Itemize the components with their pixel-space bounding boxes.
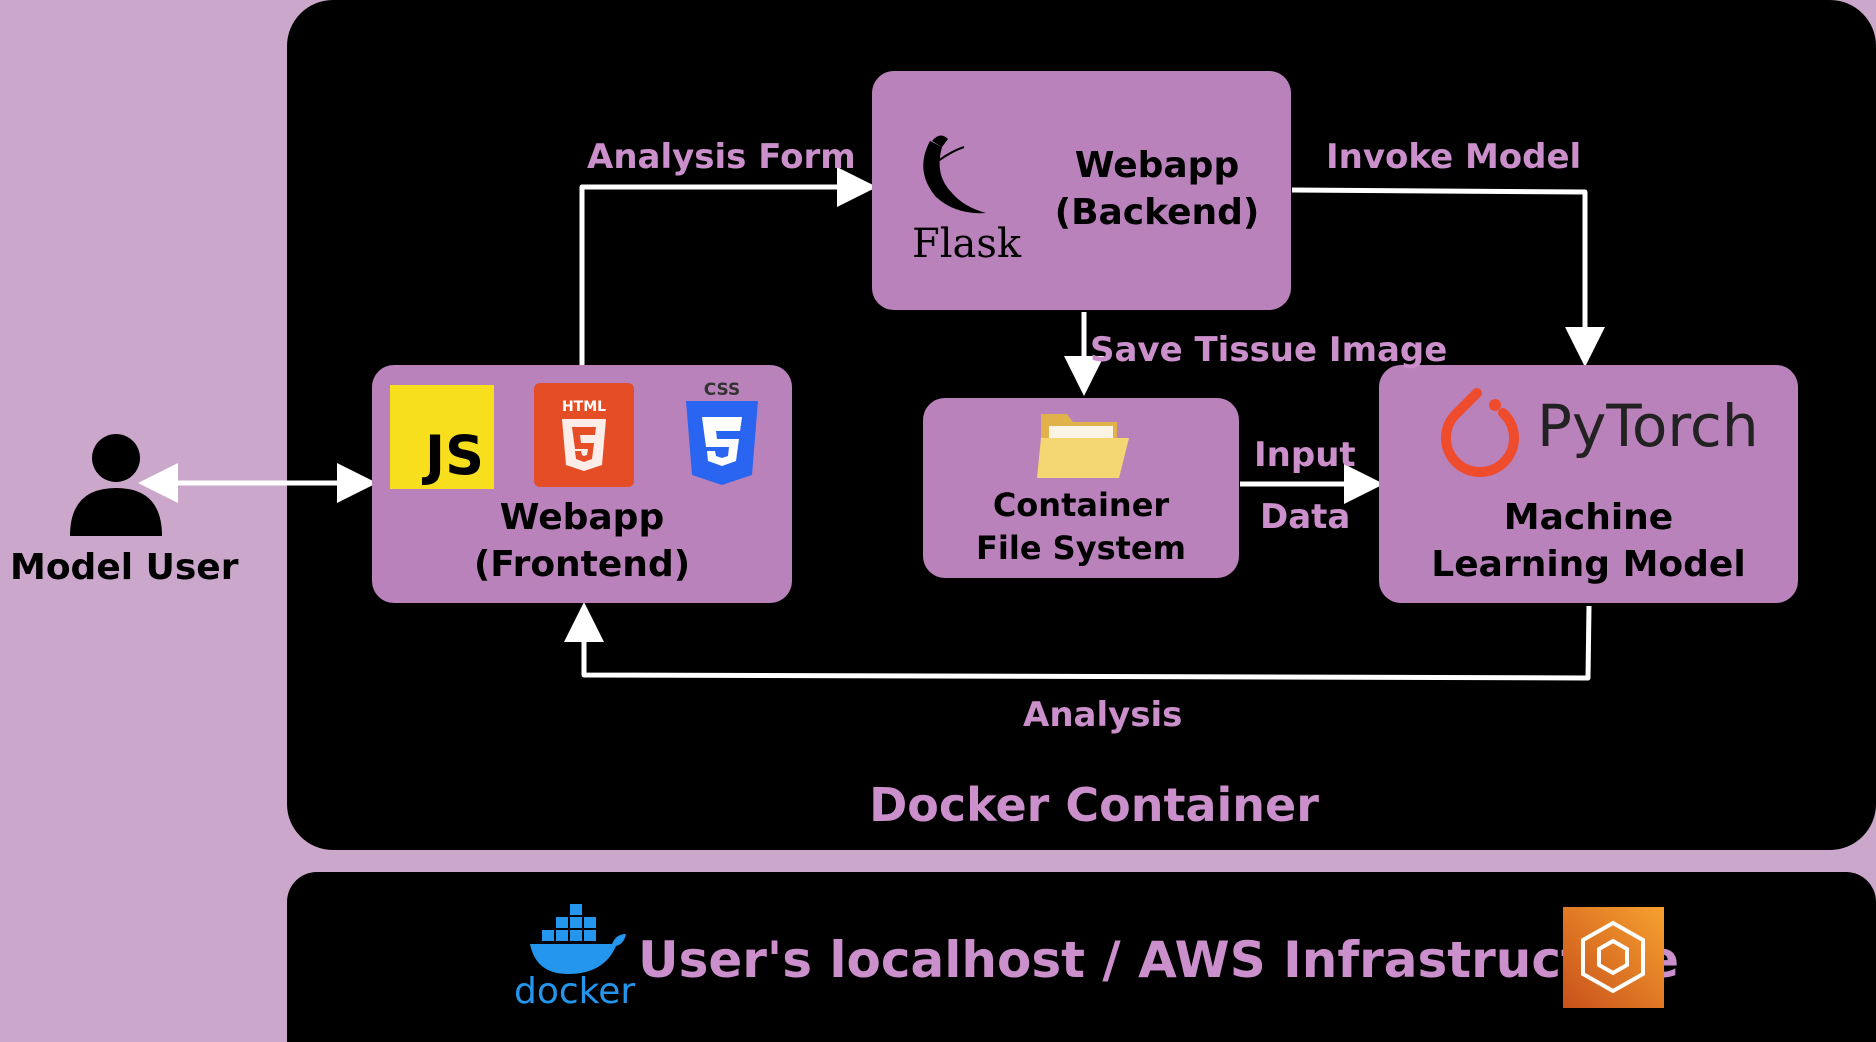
svg-text:CSS: CSS (704, 380, 741, 400)
model-user-label: Model User (10, 547, 239, 588)
docker-logo-text: docker (514, 971, 636, 1012)
analysis-form-label: Analysis Form (587, 137, 856, 177)
javascript-logo-icon: JS (390, 385, 494, 489)
backend-title-line2: (Backend) (1054, 191, 1260, 233)
svg-text:HTML: HTML (562, 399, 606, 415)
pytorch-flame-icon (1441, 388, 1519, 478)
flask-logo-text: Flask (912, 221, 1022, 267)
frontend-title-line1: Webapp (499, 497, 665, 538)
frontend-box: JS HTML CSS Webapp (Frontend) (372, 365, 792, 603)
docker-whale-icon (530, 904, 626, 974)
backend-title-line1: Webapp (1074, 145, 1240, 186)
analysis-label: Analysis (1023, 695, 1183, 735)
input-data-label-line2: Data (1260, 497, 1351, 537)
person-icon (70, 434, 162, 536)
invoke-model-label: Invoke Model (1326, 137, 1582, 177)
file-system-title-line2: File System (976, 529, 1186, 568)
html5-logo-icon: HTML (534, 383, 634, 487)
frontend-title-line2: (Frontend) (473, 543, 691, 585)
ml-title-line2: Learning Model (1431, 543, 1746, 585)
save-tissue-image-label: Save Tissue Image (1090, 330, 1448, 370)
pytorch-logo-text: PyTorch (1537, 392, 1759, 460)
backend-box: Flask Webapp (Backend) (872, 71, 1291, 310)
docker-container-label: Docker Container (869, 778, 1319, 832)
ml-model-box: PyTorch Machine Learning Model (1379, 365, 1798, 603)
input-data-label-line1: Input (1254, 435, 1356, 475)
folder-icon (1037, 414, 1129, 478)
file-system-title-line1: Container (992, 486, 1170, 524)
ml-title-line1: Machine (1503, 497, 1674, 538)
aws-ecs-icon (1563, 907, 1664, 1008)
flask-horn-icon (923, 135, 986, 214)
infrastructure-label: User's localhost / AWS Infrastructure (638, 931, 1680, 989)
css3-logo-icon: CSS (686, 380, 758, 485)
file-system-box: Container File System (923, 398, 1239, 578)
